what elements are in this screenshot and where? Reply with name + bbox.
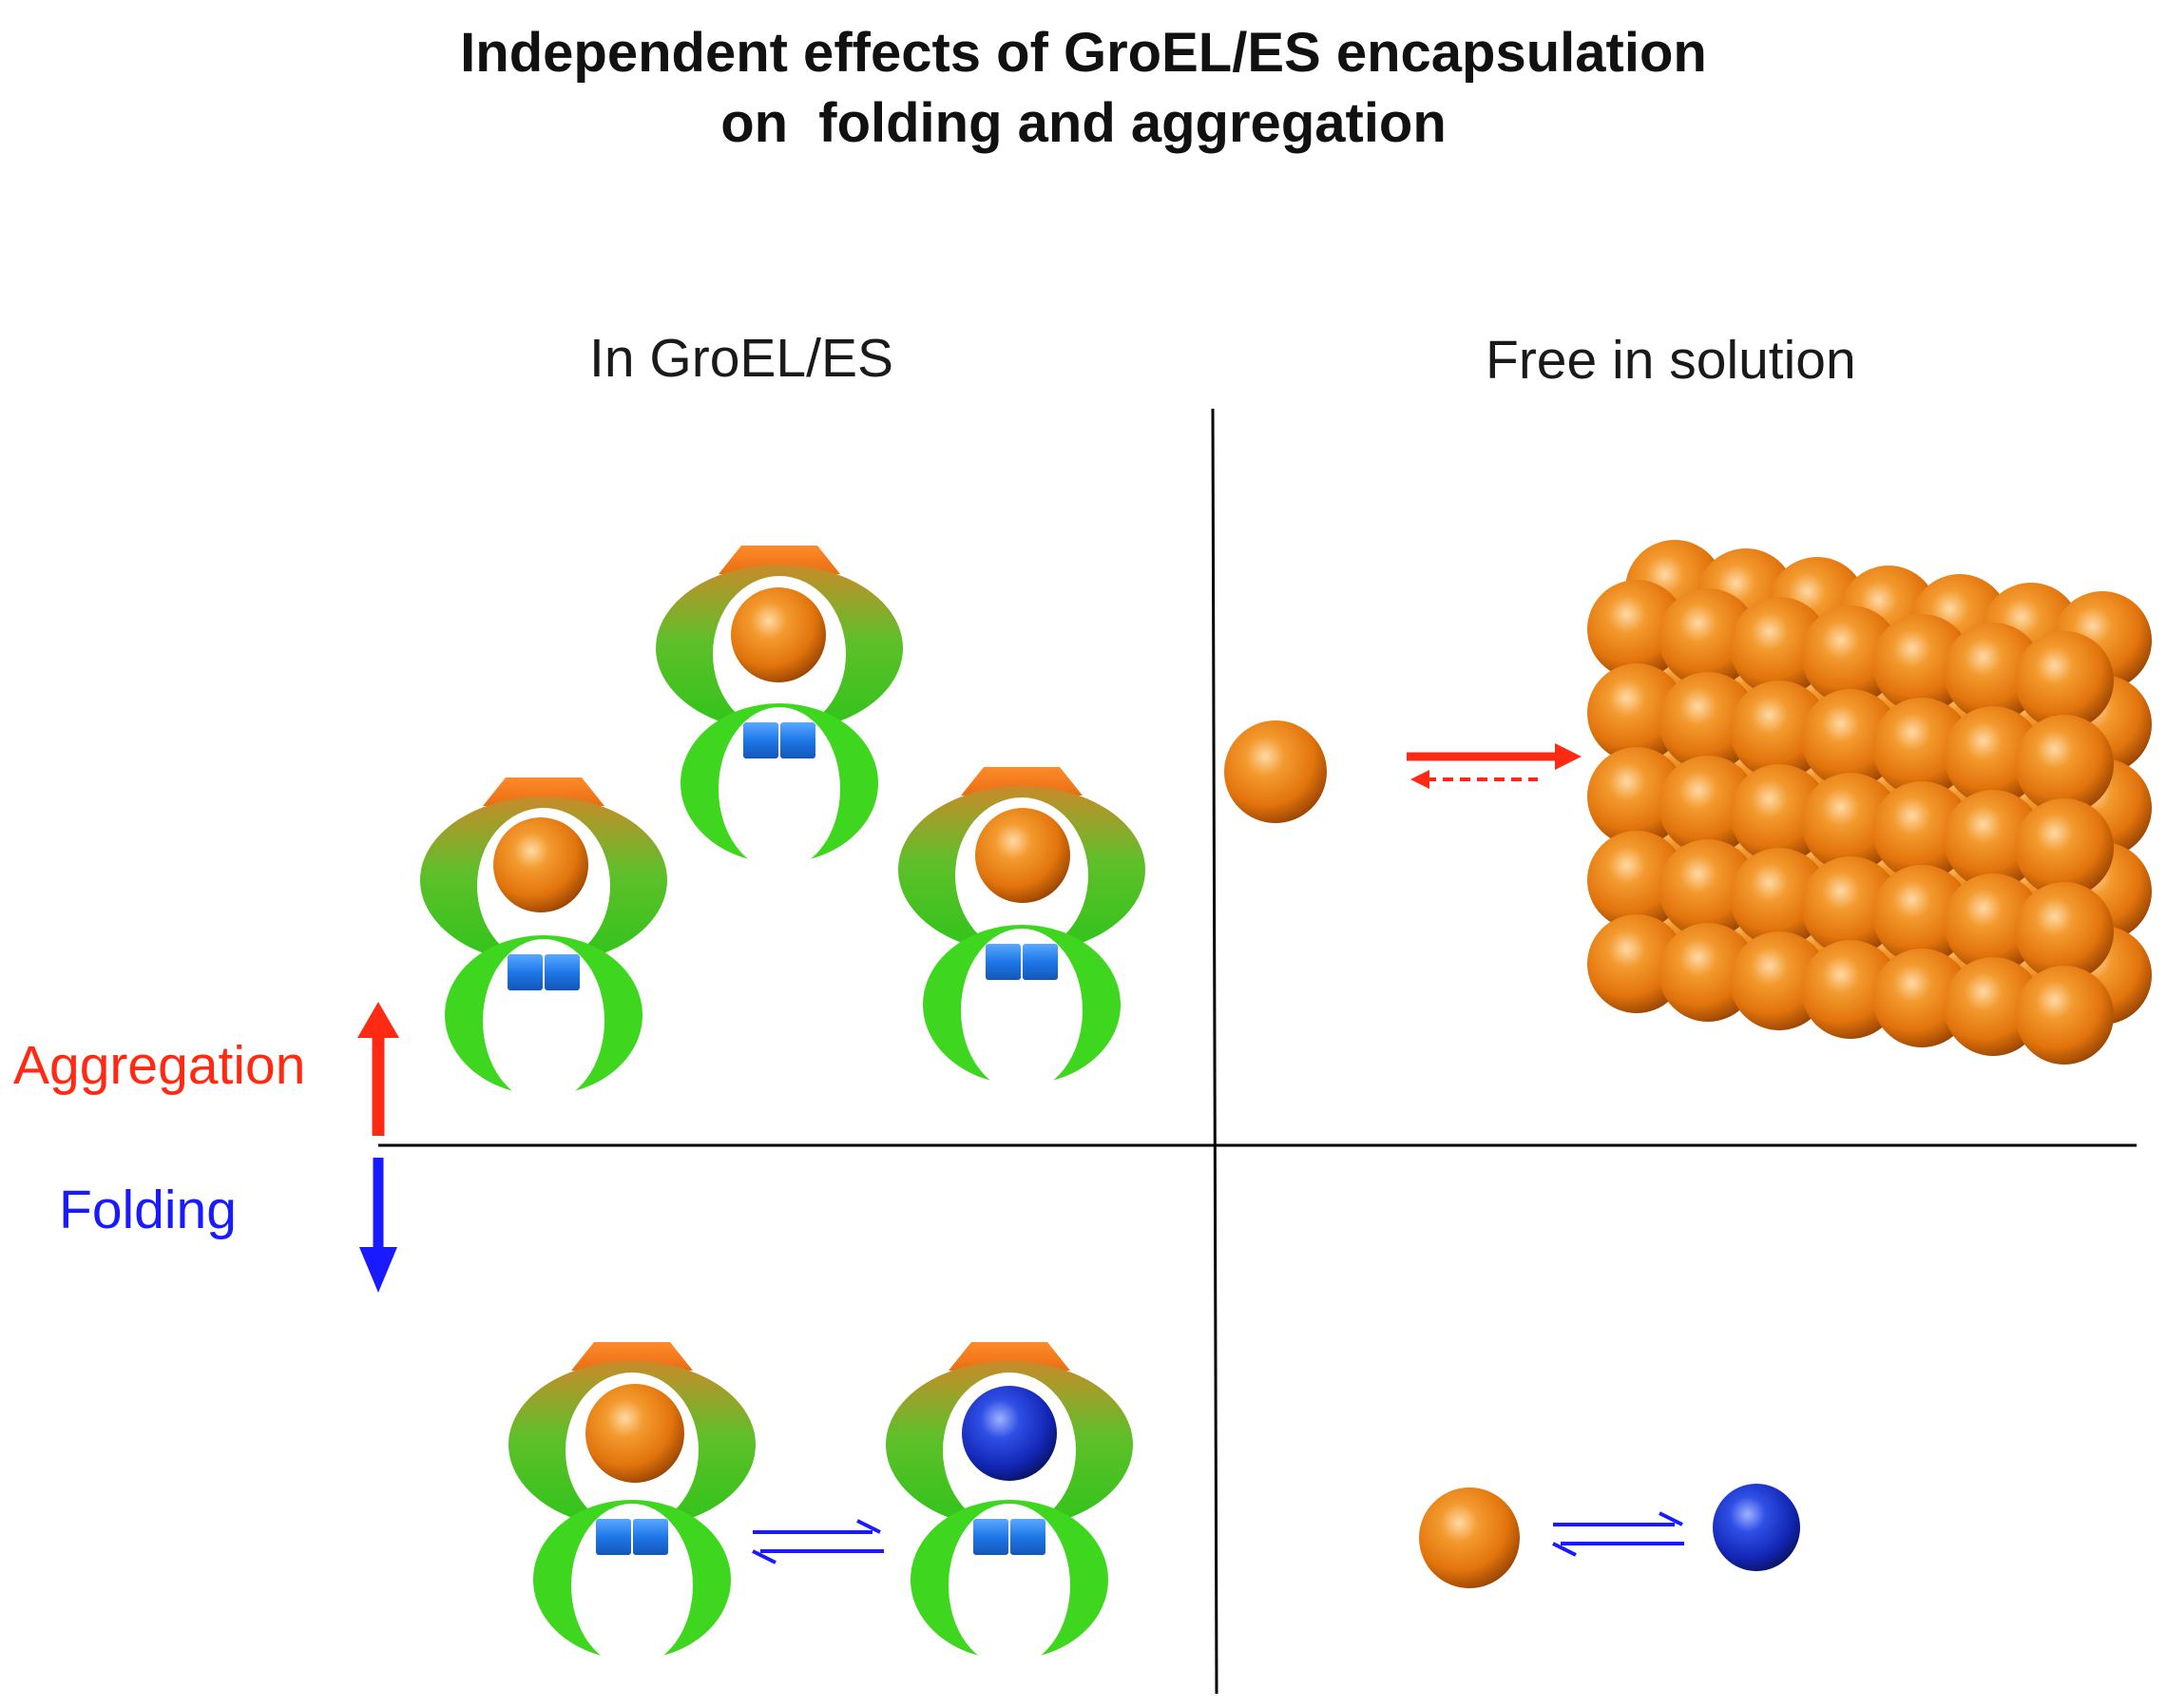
- unfolded-protein-encapsulated: [731, 587, 826, 682]
- unfolded-protein-encapsulated: [975, 808, 1070, 903]
- column-heading-groel: In GroEL/ES: [589, 328, 893, 389]
- folding-down-arrow: [359, 1158, 397, 1293]
- folding-equilibrium-arrows-free: [1552, 1511, 1684, 1557]
- groel-es-complex-folded: [886, 1342, 1133, 1667]
- column-heading-free: Free in solution: [1486, 330, 1856, 391]
- folding-equilibrium-arrows-encapsulated: [752, 1519, 884, 1564]
- figure-title-line-1: Independent effects of GroEL/ES encapsul…: [460, 22, 1707, 84]
- groel-es-complex-top: [656, 546, 903, 871]
- aggregate-protein-sphere: [2015, 631, 2114, 730]
- aggregate-protein-sphere: [2015, 966, 2114, 1065]
- aggregation-equilibrium-arrows: [1407, 743, 1582, 789]
- groel-es-complex-right: [898, 767, 1145, 1092]
- protein-aggregate: [1587, 540, 2152, 1065]
- aggregate-protein-sphere: [2015, 882, 2114, 981]
- unfolded-protein-encapsulated: [493, 817, 588, 912]
- unfolded-protein-encapsulated: [585, 1384, 684, 1483]
- aggregate-protein-sphere: [2015, 798, 2114, 897]
- aggregation-up-arrow: [357, 1002, 399, 1136]
- free-folded-protein: [1713, 1484, 1800, 1571]
- folded-protein-encapsulated: [962, 1386, 1057, 1481]
- free-unfolded-protein: [1419, 1487, 1520, 1588]
- groel-es-complex-unfolded: [508, 1342, 756, 1667]
- folding-label: Folding: [59, 1180, 237, 1240]
- aggregation-label: Aggregation: [13, 1035, 306, 1096]
- free-unfolded-protein: [1224, 720, 1327, 823]
- aggregate-protein-sphere: [2015, 715, 2114, 814]
- groel-es-complex-left: [420, 777, 667, 1103]
- figure-title-line-2: on folding and aggregation: [720, 92, 1447, 154]
- vertical-divider-line: [1211, 408, 1218, 1695]
